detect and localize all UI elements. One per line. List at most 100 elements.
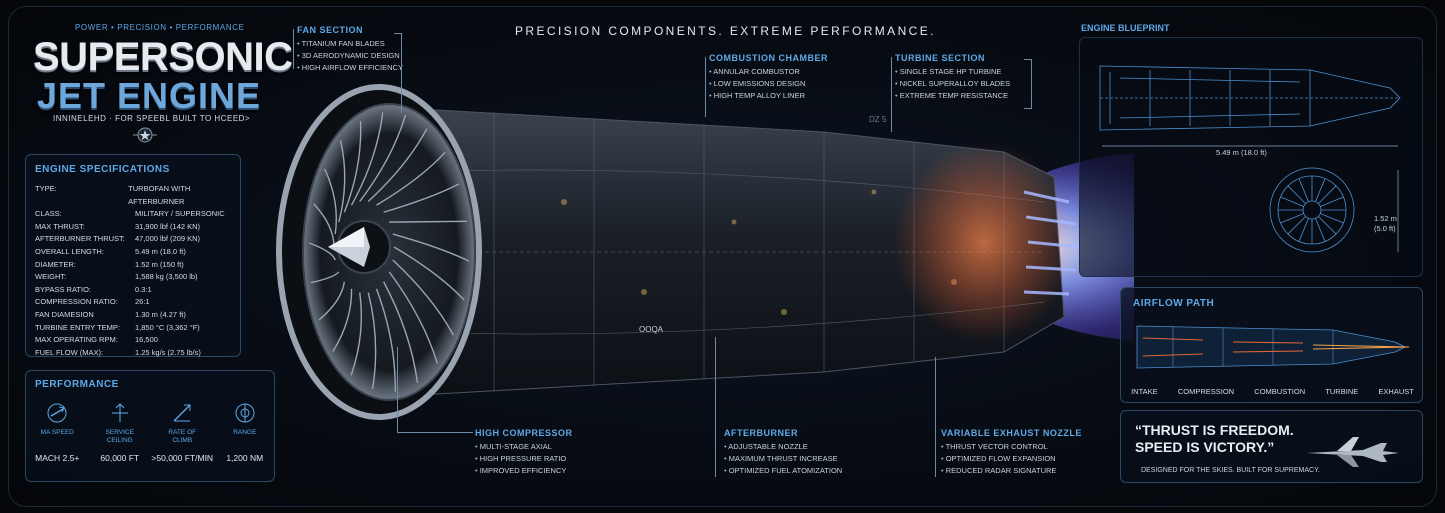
callout-bullet: EXTREME TEMP RESISTANCE (895, 90, 1010, 102)
spec-label: FAN DIAMESION (35, 309, 94, 319)
spec-label: OVERALL LENGTH: (35, 246, 104, 256)
blueprint-title: ENGINE BLUEPRINT (1081, 23, 1170, 33)
callout-bullet: MULTI-STAGE AXIAL (475, 441, 573, 453)
fan-blade (332, 288, 353, 353)
spec-label: CLASS: (35, 209, 62, 219)
fan-blade (318, 281, 346, 321)
ceiling-icon (111, 403, 128, 422)
spec-value: 1.52 m (150 ft) (135, 259, 184, 269)
leader-line (397, 347, 473, 433)
brand-subtitle: INNINELEHD · FOR SPEEBL BUILT TO HCEED> (53, 114, 251, 123)
fan-blade (359, 114, 407, 202)
performance-list: MA SPEED MACH 2.5+ SERVICE CEILING 60,00… (26, 401, 276, 463)
performance-value: MACH 2.5+ (35, 453, 80, 463)
spec-value: 0.3:1 (135, 284, 152, 294)
title-line2: JET ENGINE (37, 75, 262, 116)
spec-row: TYPE:TURBOFAN WITH AFTERBURNER (35, 183, 240, 208)
spec-row: FUEL FLOW (MAX): 1.25 kg/s (2.75 lb/s) (35, 347, 240, 360)
speed-icon (47, 403, 67, 423)
fan-blade (367, 292, 377, 390)
performance-value: >50,000 FT/MIN (151, 453, 214, 463)
callout-afterburner-title: AFTERBURNER (724, 428, 798, 438)
spec-label: TYPE: (35, 184, 57, 193)
blueprint-spoke (1320, 213, 1344, 224)
engine-stamp: DZ 5 (869, 115, 887, 124)
blueprint-spoke (1287, 216, 1306, 235)
callout-afterburner: AFTERBURNER ADJUSTABLE NOZZLEMAXIMUM THR… (724, 428, 842, 477)
spec-row: COMPRESSION RATIO: 26:1 (35, 296, 240, 309)
fan-blade (367, 128, 428, 202)
leader-line (394, 33, 402, 113)
callout-combustion-title: COMBUSTION CHAMBER (709, 53, 828, 63)
quote-caption: DESIGNED FOR THE SKIES. BUILT FOR SUPREM… (1141, 467, 1320, 474)
airflow-diagram (1136, 325, 1410, 369)
fan-blade (310, 271, 340, 284)
performance-title: PERFORMANCE (35, 379, 119, 390)
quote-panel: “THRUST IS FREEDOM. SPEED IS VICTORY.” D… (1120, 410, 1423, 483)
blueprint-spoke (1318, 185, 1337, 204)
callout-afterburner-items: ADJUSTABLE NOZZLEMAXIMUM THRUST INCREASE… (724, 441, 842, 477)
callout-combustion: COMBUSTION CHAMBER ANNULAR COMBUSTORLOW … (709, 53, 828, 102)
fan-blade (383, 183, 460, 213)
blueprint-spoke (1315, 218, 1326, 242)
spec-row: OVERALL LENGTH: 5.49 m (18.0 ft) (35, 246, 240, 259)
spec-label: COMPRESSION RATIO: (35, 297, 118, 307)
spec-row: MAX THRUST:31,900 lbf (142 KN) (35, 221, 240, 234)
fan-blade (383, 281, 419, 383)
blueprint-spoke (1298, 218, 1309, 242)
turbine-glow (894, 142, 1074, 342)
spec-row: CLASS: MILITARY / SUPERSONIC (35, 208, 240, 221)
spec-label: MAX THRUST: (35, 221, 85, 231)
callout-combustion-items: ANNULAR COMBUSTORLOW EMISSIONS DESIGNHIG… (709, 66, 828, 102)
spec-value: 1.30 m (4.27 ft) (135, 309, 186, 319)
callout-nozzle: VARIABLE EXHAUST NOZZLE THRUST VECTOR CO… (941, 428, 1082, 477)
blueprint-front-view (1269, 167, 1355, 253)
performance-item: RATE OF CLIMB >50,000 FT/MIN (151, 401, 214, 463)
spec-label: FUEL FLOW (MAX): (35, 347, 104, 357)
blueprint-spoke (1320, 196, 1344, 207)
blueprint-drawing (1099, 65, 1401, 253)
callout-bullet: TITANIUM FAN BLADES (297, 38, 403, 50)
spec-value: 26:1 (135, 297, 150, 307)
blueprint-length: 5.49 m (18.0 ft) (1216, 148, 1267, 157)
poster-frame: POWER • PRECISION • PERFORMANCE SUPERSON… (8, 6, 1437, 507)
spec-value: 47,000 lbf (209 KN) (135, 234, 201, 244)
callout-turbine-title: TURBINE SECTION (895, 53, 986, 63)
callout-nozzle-title: VARIABLE EXHAUST NOZZLE (941, 428, 1082, 438)
leader-line (935, 357, 936, 477)
spec-row: WEIGHT:1,588 kg (3,500 lb) (35, 271, 240, 284)
spec-value: MILITARY / SUPERSONIC (135, 209, 225, 219)
callout-turbine-items: SINGLE STAGE HP TURBINENICKEL SUPERALLOY… (895, 66, 1010, 102)
callout-bullet: REDUCED RADAR SIGNATURE (941, 465, 1082, 477)
specs-title: ENGINE SPECIFICATIONS (35, 164, 170, 175)
leader-line (705, 57, 706, 117)
blueprint-panel: 5.49 m (18.0 ft) 1.52 m (5.0 ft) (1079, 37, 1423, 277)
airflow-stage: COMBUSTION (1254, 387, 1306, 396)
fan-blade (350, 112, 384, 206)
spec-value: 1.25 kg/s (2.75 lb/s) (135, 347, 201, 357)
fan-blade (343, 121, 362, 213)
fan-blade (350, 292, 363, 376)
callout-bullet: ADJUSTABLE NOZZLE (724, 441, 842, 453)
spec-value: 5.49 m (18.0 ft) (135, 246, 186, 256)
airflow-stage: TURBINE (1325, 387, 1359, 396)
airflow-title: AIRFLOW PATH (1133, 298, 1215, 309)
callout-bullet: THRUST VECTOR CONTROL (941, 441, 1082, 453)
blueprint-diameter: 1.52 m (5.0 ft) (1374, 214, 1397, 234)
callout-turbine: TURBINE SECTION SINGLE STAGE HP TURBINEN… (895, 53, 1010, 102)
callout-nozzle-items: THRUST VECTOR CONTROLOPTIMIZED FLOW EXPA… (941, 441, 1082, 477)
blueprint-diameter-ft: (5.0 ft) (1374, 224, 1396, 233)
blueprint-spoke (1280, 213, 1304, 224)
blueprint-side-view (1099, 65, 1401, 131)
fan-blade (376, 151, 446, 206)
performance-label: SERVICE CEILING (105, 429, 134, 444)
spec-value: 1,850 °C (3,362 °F) (135, 322, 200, 332)
leader-line (715, 337, 716, 477)
fan-blade (323, 168, 338, 235)
fan-blade (393, 246, 465, 301)
callout-compressor-items: MULTI-STAGE AXIALHIGH PRESSURE RATIOIMPR… (475, 441, 573, 477)
performance-label: RANGE (233, 429, 257, 436)
